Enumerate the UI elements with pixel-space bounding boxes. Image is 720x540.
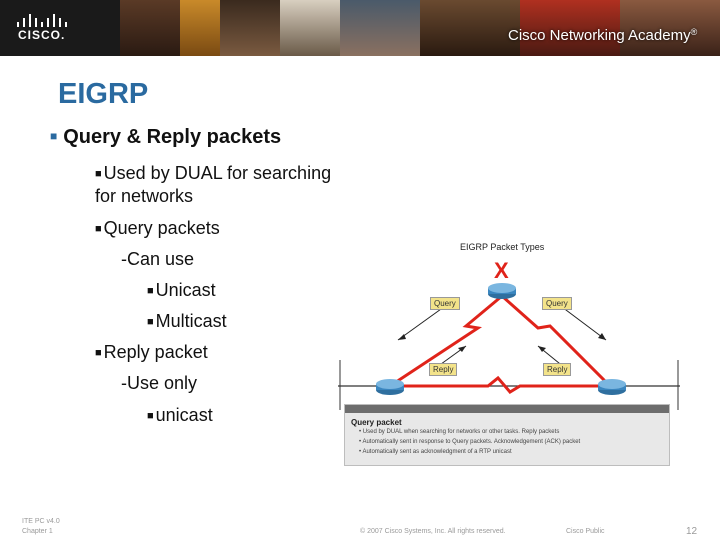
square-bullet-icon: ■: [147, 410, 154, 422]
banner-photo-1: [120, 0, 180, 56]
header-banner: CISCO. Cisco Networking Academy®: [0, 0, 720, 56]
info-line-3-text: Automatically sent as acknowledgment of …: [362, 449, 512, 455]
bullet-line-6: ■Reply packet: [95, 342, 208, 363]
bullet-line-8: ■unicast: [147, 405, 213, 426]
wan-link-right: [501, 294, 612, 388]
info-box-header: [345, 405, 669, 413]
square-bullet-icon: ■: [147, 285, 154, 297]
footer-page-number: 12: [686, 526, 698, 537]
bullet-line-2: ■Query packets: [95, 218, 220, 239]
square-bullet-icon: ■: [147, 316, 154, 328]
packet-info-box: Query packet • Used by DUAL when searchi…: [344, 404, 670, 466]
router-top-icon: [488, 283, 516, 299]
line-text-6: Reply packet: [103, 342, 208, 362]
banner-photo-7: [520, 0, 620, 56]
slide-title: EIGRP: [58, 78, 149, 110]
bullet-line-7: -Use only: [121, 373, 198, 393]
main-bullet-text: Query & Reply packets: [63, 126, 282, 148]
info-line-2: • Automatically sent in response to Quer…: [359, 439, 581, 445]
wan-link-bottom: [390, 375, 610, 394]
banner-photo-3: [220, 0, 280, 56]
square-bullet-icon: ■: [95, 223, 102, 235]
line-text-1: Used by DUAL for searching: [103, 163, 332, 183]
square-bullet-icon: ■: [95, 168, 102, 180]
banner-photo-2: [180, 0, 220, 56]
x-mark: X: [494, 258, 509, 283]
square-bullet-icon: ■: [95, 347, 102, 359]
arrow-query-right: [557, 303, 607, 341]
banner-photo-6: [420, 0, 520, 56]
footer-copyright: © 2007 Cisco Systems, Inc. All rights re…: [360, 528, 506, 535]
diagram-title: EIGRP Packet Types: [460, 242, 545, 252]
bullet-line-1-cont: for networks: [95, 186, 194, 206]
trademark-mark: ®: [690, 27, 698, 37]
bullet-line-3: -Can use: [121, 249, 195, 269]
bullet-line-4: ■Unicast: [147, 280, 216, 301]
cisco-wordmark: CISCO.: [18, 28, 66, 42]
info-box-title: Query packet: [351, 418, 402, 427]
banner-photo-8: [620, 0, 720, 56]
line-text-4: Unicast: [155, 280, 216, 300]
arrow-head-reply-left: [458, 346, 466, 352]
arrow-head-query-left: [398, 334, 406, 340]
bullet-line-5: ■Multicast: [147, 311, 227, 332]
arrow-query-left: [397, 303, 449, 341]
reply-label-right: Reply: [543, 363, 572, 376]
bullet-line-1: ■Used by DUAL for searching: [95, 163, 331, 184]
query-label-right: Query: [542, 297, 572, 310]
info-line-2-text: Automatically sent in response to Query …: [362, 439, 581, 445]
academy-text: Cisco Networking Academy: [508, 27, 691, 44]
line-text-8: unicast: [155, 405, 213, 425]
info-line-3: • Automatically sent as acknowledgment o…: [359, 449, 512, 455]
footer-chapter: Chapter 1: [22, 528, 53, 535]
banner-photo-4: [280, 0, 340, 56]
cisco-logo-icon: [17, 14, 67, 27]
eigrp-packet-diagram: X: [338, 258, 680, 410]
banner-photo-5: [340, 0, 420, 56]
footer-course: ITE PC v4.0: [22, 518, 60, 525]
info-line-1-text: Used by DUAL when searching for networks…: [362, 429, 560, 435]
router-right-icon: [598, 379, 626, 395]
router-left-icon: [376, 379, 404, 395]
main-bullet: ■ Query & Reply packets: [50, 126, 281, 149]
line-text-2: Query packets: [103, 218, 220, 238]
arrow-head-reply-right: [538, 346, 546, 352]
info-line-1: • Used by DUAL when searching for networ…: [359, 429, 560, 435]
arrow-head-query-right: [598, 333, 606, 340]
query-label-left: Query: [430, 297, 460, 310]
line-text-5: Multicast: [155, 311, 227, 331]
wan-link-left: [389, 294, 503, 388]
academy-wordmark: Cisco Networking Academy®: [508, 27, 697, 44]
square-bullet-icon: ■: [50, 129, 58, 143]
reply-label-left: Reply: [429, 363, 458, 376]
footer-classification: Cisco Public: [566, 528, 605, 535]
